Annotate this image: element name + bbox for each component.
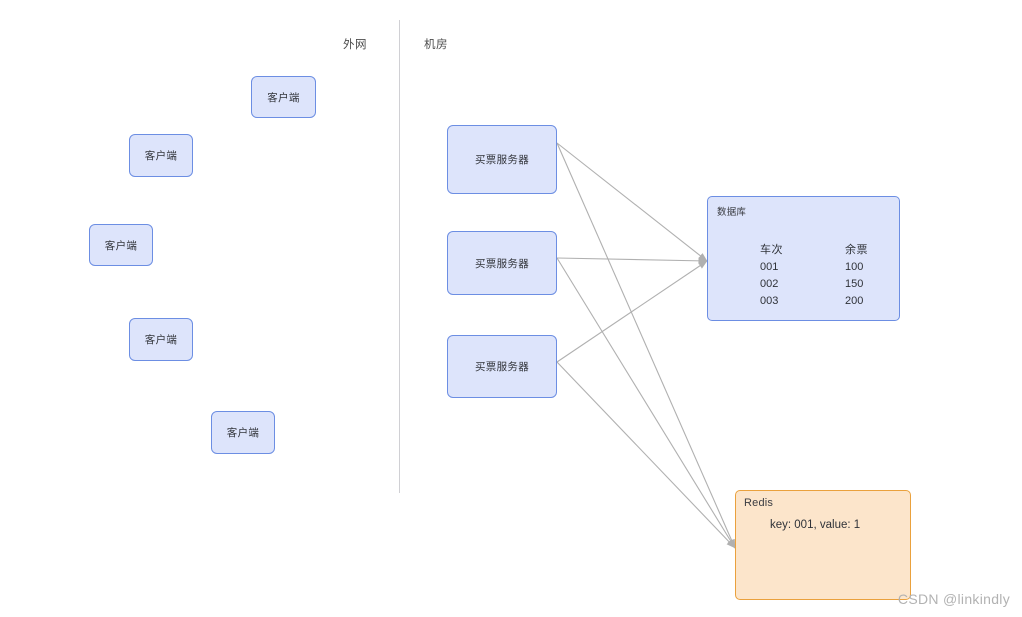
zone-label-server-room: 机房 [424,39,448,51]
watermark: CSDN @linkindly [897,591,1010,607]
cell-train-number: 002 [760,278,779,290]
ticket-server-node-3[interactable]: 买票服务器 [447,335,557,398]
cell-train-number: 003 [760,295,779,307]
client-node-5[interactable]: 客户端 [211,411,275,454]
server-3-to-redis [556,361,736,549]
zone-label-external-network: 外网 [343,39,367,51]
client-node-label: 客户端 [144,150,178,162]
cell-remaining-tickets: 200 [845,295,864,307]
ticket-server-label: 买票服务器 [475,154,529,166]
ticket-server-node-1[interactable]: 买票服务器 [447,125,557,194]
server-3-to-database [556,260,708,363]
cell-remaining-tickets: 150 [845,278,864,290]
redis-key-value-entry: key: 001, value: 1 [770,519,861,531]
client-node-3[interactable]: 客户端 [89,224,153,266]
cell-remaining-tickets: 100 [845,261,864,273]
table-header-row: 车次 余票 [760,243,868,260]
client-node-1[interactable]: 客户端 [251,76,316,118]
table-row: 001 100 [760,260,868,277]
database-node[interactable]: 数据库 车次 余票 001 100 002 150 [707,196,900,321]
client-node-4[interactable]: 客户端 [129,318,193,361]
column-header-train-number: 车次 [760,244,783,256]
ticket-server-node-2[interactable]: 买票服务器 [447,231,557,295]
client-node-2[interactable]: 客户端 [129,134,193,177]
server-1-to-database [556,142,708,262]
database-table: 车次 余票 001 100 002 150 003 [760,243,868,311]
network-boundary-divider [399,20,400,493]
table-row: 002 150 [760,277,868,294]
database-title: 数据库 [717,207,747,218]
ticket-server-label: 买票服务器 [475,257,529,270]
table-row: 003 200 [760,294,868,311]
cell-train-number: 001 [760,261,779,273]
client-node-label: 客户端 [267,91,300,104]
ticket-server-label: 买票服务器 [475,361,529,373]
client-node-label: 客户端 [144,334,178,346]
column-header-remaining-tickets: 余票 [845,244,868,256]
server-2-to-database [556,257,708,265]
client-node-label: 客户端 [226,427,260,439]
redis-node[interactable]: Redis key: 001, value: 1 [735,490,911,600]
redis-title: Redis [744,497,774,509]
client-node-label: 客户端 [104,239,138,252]
